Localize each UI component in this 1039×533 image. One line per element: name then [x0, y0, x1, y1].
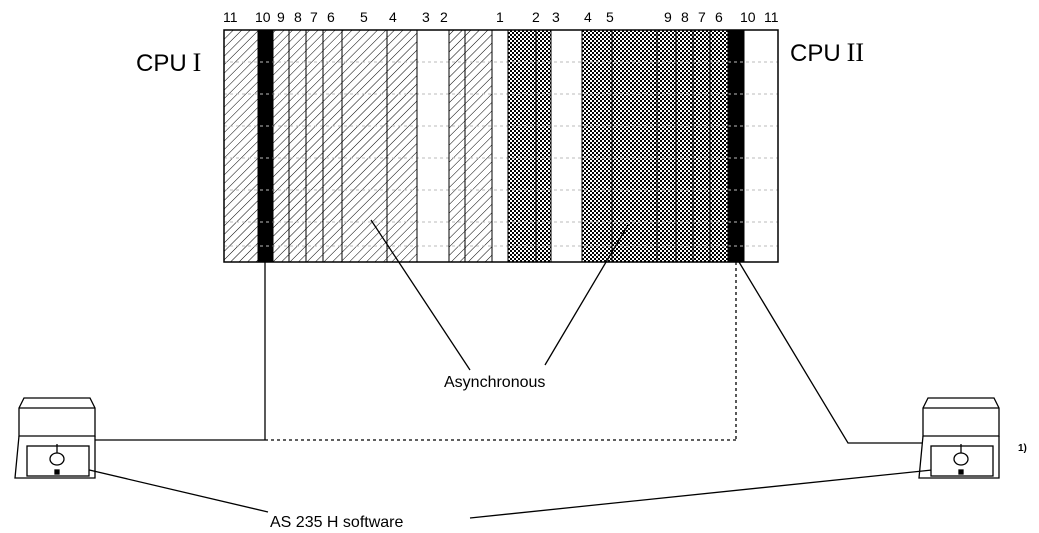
slot-9-right — [657, 30, 676, 262]
slot-2b-left — [465, 30, 492, 262]
software-pointer-right — [469, 469, 933, 519]
slot-11-right — [744, 30, 778, 262]
slot-number: 8 — [681, 9, 689, 25]
slot-10-left — [258, 30, 273, 262]
slot-8-left — [289, 30, 306, 262]
slot-number: 3 — [552, 9, 560, 25]
slot-5-left — [342, 30, 387, 262]
slot-number: 9 — [664, 9, 672, 25]
async-pointer-left — [370, 219, 471, 371]
slot-number: 2 — [440, 9, 448, 25]
slot-number: 5 — [360, 9, 368, 25]
slot-number: 5 — [606, 9, 614, 25]
rack-outline — [223, 29, 779, 263]
slot-2a-left — [449, 30, 465, 262]
footnote-marker: 1) — [1018, 443, 1027, 454]
slot-number: 8 — [294, 9, 302, 25]
slot-number: 1 — [496, 9, 504, 25]
slot-11-left — [224, 30, 258, 262]
slot-1-right — [492, 30, 508, 262]
slot-number: 7 — [698, 9, 706, 25]
slot-7-right — [693, 30, 710, 262]
slot-number: 6 — [715, 9, 723, 25]
slot-number: 6 — [327, 9, 335, 25]
slot-2b-right — [536, 30, 551, 262]
slot-6-right — [710, 30, 728, 262]
slot-4-left — [387, 30, 417, 262]
slot-3-left — [417, 30, 449, 262]
slot-4-right — [582, 30, 612, 262]
slot-number: 2 — [532, 9, 540, 25]
software-label: AS 235 H software — [270, 514, 404, 531]
slot-number: 11 — [764, 9, 779, 25]
slot-7-left — [306, 30, 323, 262]
slot-10-right — [728, 30, 744, 262]
cpu-ii-to-pg-right-line — [738, 261, 922, 444]
slot-number: 9 — [277, 9, 285, 25]
slot-number: 7 — [310, 9, 318, 25]
slot-8-right — [676, 30, 693, 262]
slot-number: 10 — [255, 9, 271, 25]
slot-number: 3 — [422, 9, 430, 25]
async-pointer-right — [544, 224, 629, 366]
slot-5-right — [612, 30, 657, 262]
slot-numbers: 11 10 9 8 7 6 5 4 3 2 1 2 3 4 5 9 8 7 6 … — [223, 9, 779, 25]
programming-device-right — [918, 397, 1000, 479]
software-pointer-left — [67, 464, 269, 513]
slot-number: 10 — [740, 9, 756, 25]
asynchronous-label: Asynchronous — [444, 374, 545, 391]
slot-number: 4 — [389, 9, 397, 25]
slot-3-right — [551, 30, 582, 262]
slot-6-left — [323, 30, 342, 262]
rack-cpu-ii — [492, 30, 778, 262]
module-grid-lines — [224, 61, 778, 247]
connection-lines — [67, 219, 933, 519]
rack-cpu-i — [224, 30, 492, 262]
slot-number: 4 — [584, 9, 592, 25]
slot-number: 11 — [223, 9, 238, 25]
slot-9-left — [273, 30, 289, 262]
slot-2a-right — [508, 30, 536, 262]
programming-device-left — [14, 397, 96, 479]
